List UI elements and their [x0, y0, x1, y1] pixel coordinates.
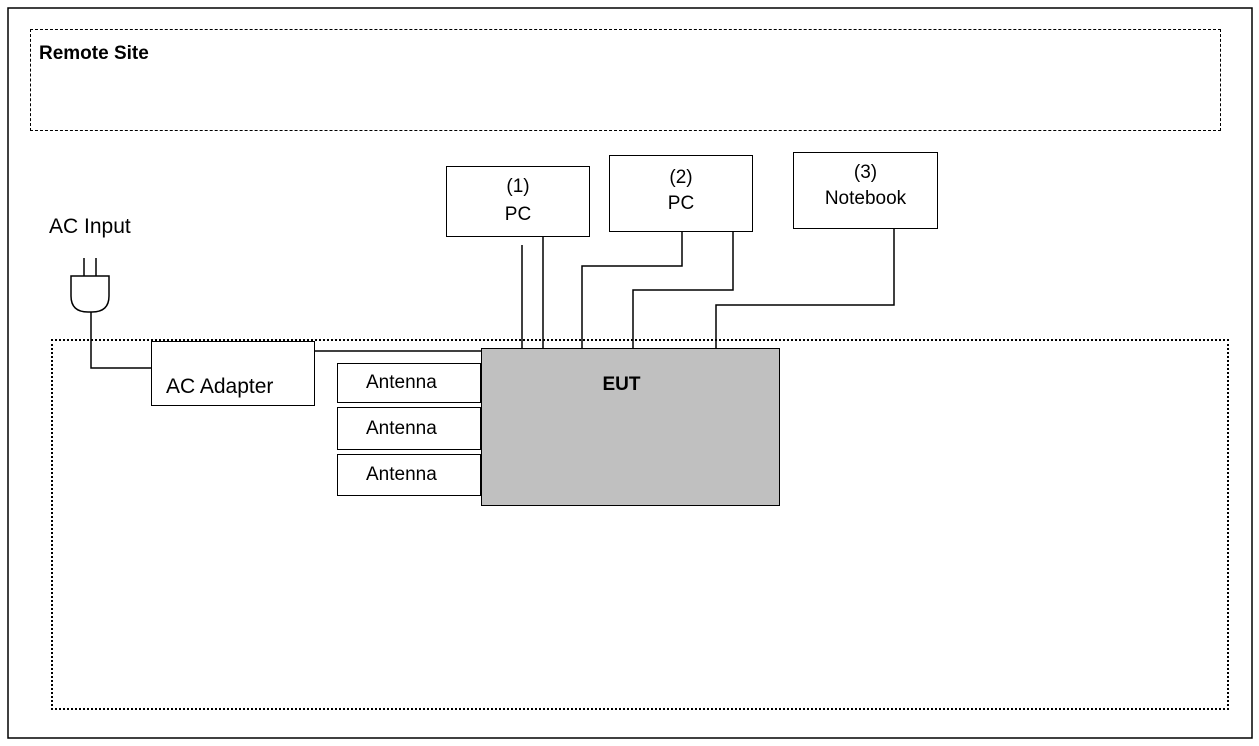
pc2-box: (2) PC	[609, 155, 753, 232]
pc2-cable-a	[581, 232, 683, 348]
antenna-box: Antenna	[337, 407, 481, 450]
pc2-name: PC	[667, 193, 695, 214]
plug-icon	[70, 258, 110, 313]
antenna-label: Antenna	[366, 464, 437, 485]
pc2-number: (2)	[669, 167, 693, 188]
eut-label: EUT	[602, 374, 641, 395]
notebook-number: (3)	[853, 162, 878, 183]
ac-power-cable	[90, 312, 151, 369]
notebook-box: (3) Notebook	[793, 152, 938, 229]
ac-input-label: AC Input	[49, 215, 131, 238]
eut-box: EUT	[481, 348, 780, 506]
ac-adapter-box: AC Adapter	[151, 341, 315, 406]
pc2-cable-b	[632, 232, 734, 348]
antenna-label: Antenna	[366, 372, 437, 393]
outer-border	[7, 7, 1253, 739]
notebook-cable	[715, 229, 895, 348]
remote-site-area: Remote Site	[30, 29, 1221, 131]
ac-adapter-label: AC Adapter	[166, 375, 274, 398]
test-setup-area	[51, 339, 1229, 710]
pc1-box: (1) PC	[446, 166, 590, 237]
antenna-label: Antenna	[366, 418, 437, 439]
pc1-number: (1)	[506, 176, 530, 197]
antenna-box: Antenna	[337, 363, 481, 403]
antenna-box: Antenna	[337, 454, 481, 496]
pc1-name: PC	[504, 204, 532, 225]
notebook-name: Notebook	[824, 188, 907, 209]
remote-site-label: Remote Site	[39, 43, 149, 64]
